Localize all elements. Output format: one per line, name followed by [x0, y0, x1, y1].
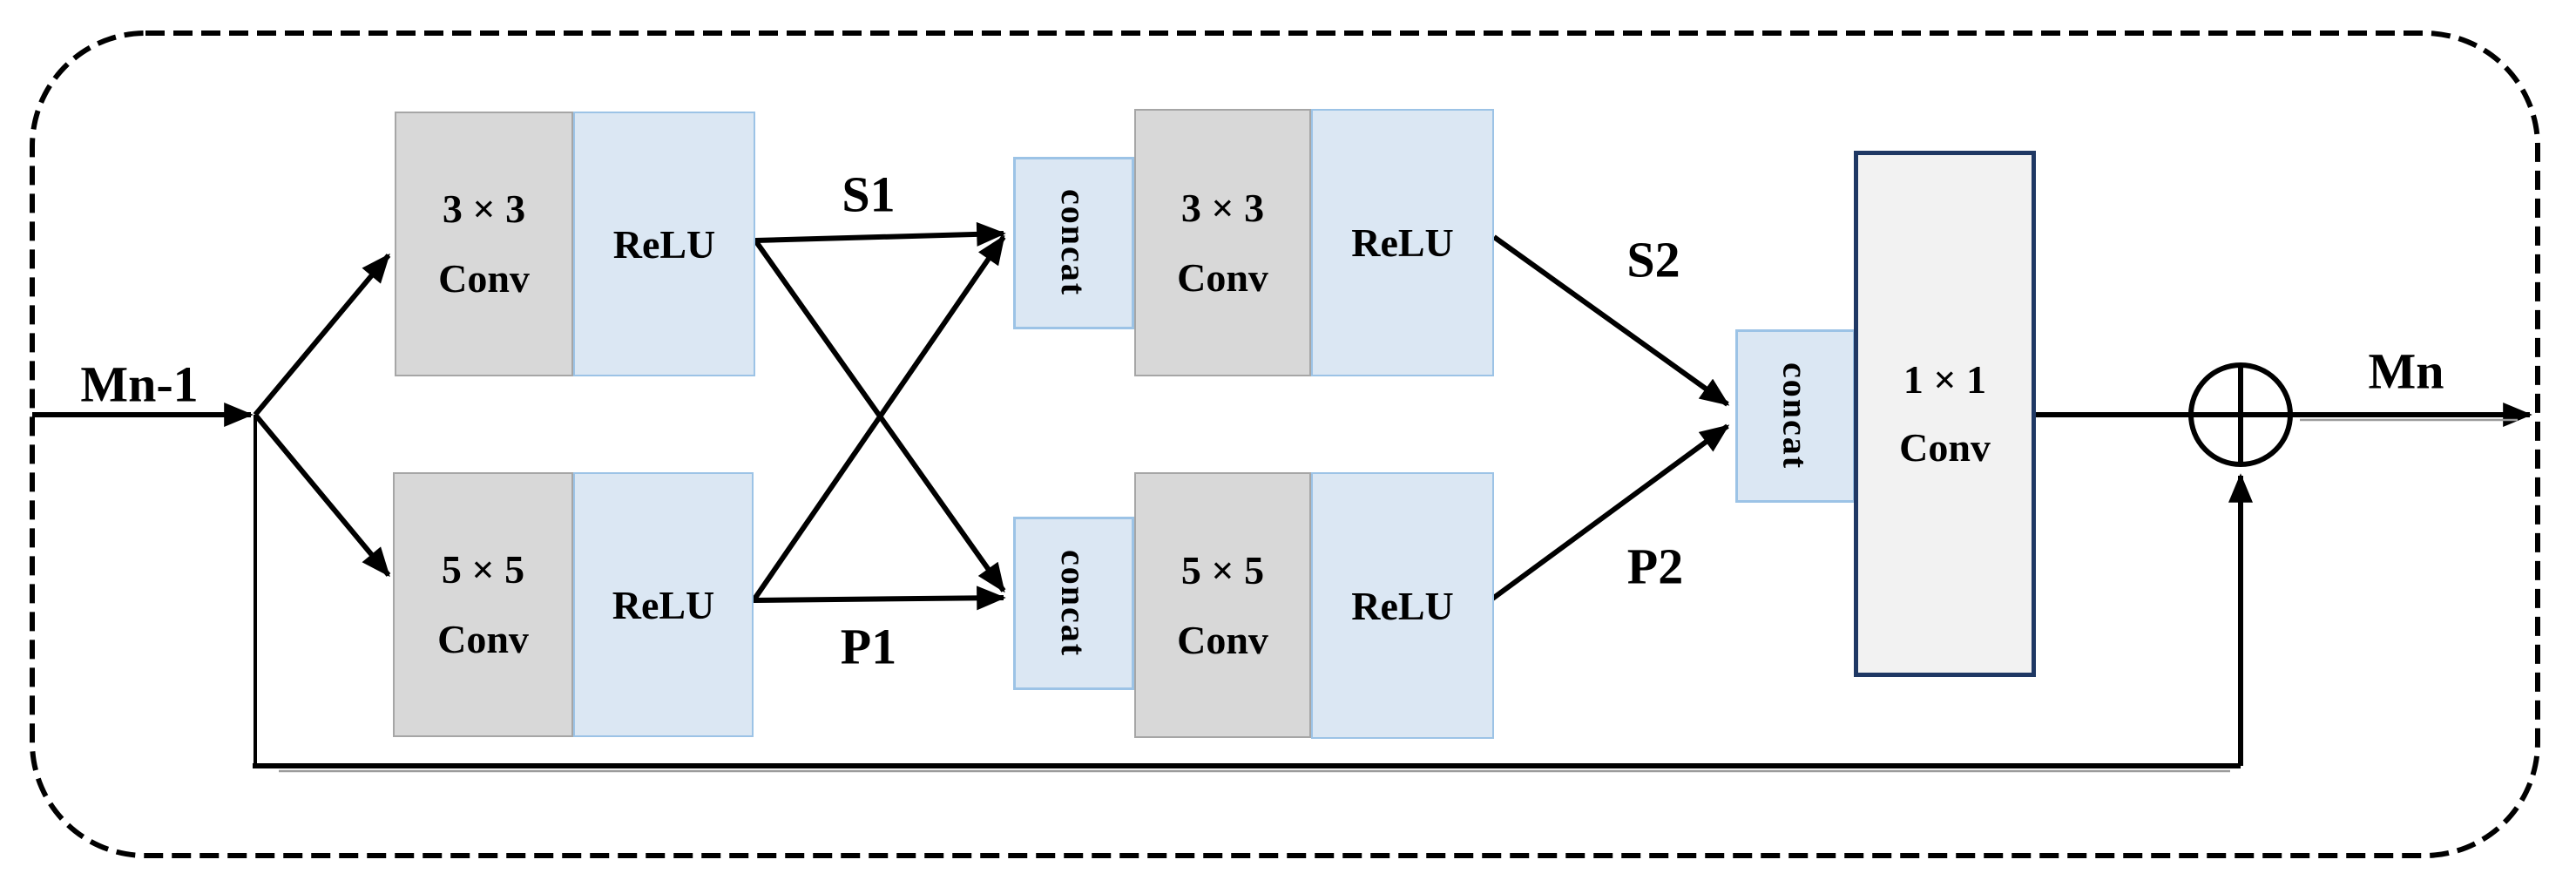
stage2-top-relu-box: ReLU [1311, 109, 1494, 376]
stage1-conv3x3-kernel: 3 × 3 [442, 186, 526, 231]
final-concat-box: concat [1735, 329, 1856, 503]
output-label: Mn [2368, 342, 2444, 400]
stage2-conv3x3-kernel: 3 × 3 [1180, 185, 1265, 230]
arrow-p1 [753, 586, 1006, 611]
stage2-conv5x5-box: 5 × 5 Conv [1134, 472, 1311, 738]
stage1-bottom-relu-box: ReLU [573, 472, 754, 737]
input-label: Mn-1 [80, 355, 199, 413]
stage2-top-concat-label: concat [1054, 189, 1093, 297]
stage2-bottom-relu-label: ReLU [1351, 583, 1454, 628]
stage2-bottom-relu-box: ReLU [1311, 472, 1494, 739]
stage1-conv3x3-label: Conv [438, 256, 530, 301]
arrow-s1 [754, 221, 1006, 247]
split-arrow-bottom [253, 413, 391, 578]
stage1-conv5x5-kernel: 5 × 5 [441, 547, 525, 592]
stage2-top-relu-label: ReLU [1351, 220, 1454, 265]
stage2-bottom-concat-label: concat [1054, 549, 1093, 658]
stage2-conv5x5-label: Conv [1177, 617, 1268, 662]
s1-label: S1 [842, 166, 896, 223]
stage1-top-relu-label: ReLU [612, 221, 716, 267]
final-concat-label: concat [1775, 362, 1815, 470]
stage2-conv3x3-box: 3 × 3 Conv [1134, 109, 1311, 376]
stage1-conv5x5-label: Conv [437, 617, 529, 661]
stage2-top-concat-box: concat [1013, 157, 1134, 329]
arrow-cross-up [751, 234, 1006, 602]
p2-label: P2 [1626, 538, 1684, 595]
final-conv1x1-label: Conv [1899, 425, 1991, 470]
stage2-conv5x5-kernel: 5 × 5 [1180, 547, 1265, 592]
split-arrow-top [253, 253, 391, 416]
s2-label: S2 [1626, 231, 1680, 288]
stage1-top-relu-box: ReLU [573, 112, 755, 376]
arrow-p2 [1490, 423, 1730, 602]
p1-label: P1 [840, 618, 897, 675]
final-conv1x1-box: 1 × 1 Conv [1854, 151, 2036, 677]
arrow-s2 [1492, 234, 1730, 407]
stage1-bottom-relu-label: ReLU [612, 582, 715, 627]
stage1-conv3x3-box: 3 × 3 Conv [395, 112, 573, 376]
stage2-bottom-concat-box: concat [1013, 517, 1134, 690]
stage1-conv5x5-box: 5 × 5 Conv [393, 472, 573, 737]
final-conv1x1-kernel: 1 × 1 [1903, 357, 1987, 402]
stage2-conv3x3-label: Conv [1177, 254, 1268, 300]
